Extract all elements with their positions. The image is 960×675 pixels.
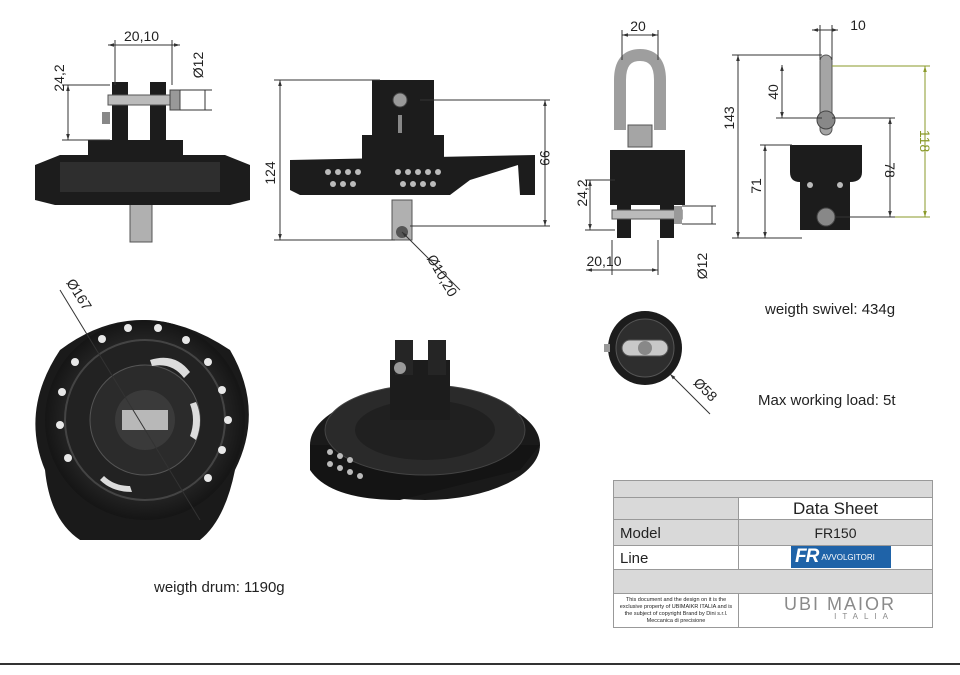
datasheet-title: Data Sheet <box>738 498 932 520</box>
ubi-maior-logo: UBI MAIOR ITALIA <box>760 594 920 624</box>
ubi-logo-line1: UBI MAIOR <box>783 594 896 614</box>
dim-swivel-71: 71 <box>748 178 764 194</box>
drum-top-view <box>35 289 249 540</box>
dim-width-20-10: 20,10 <box>124 28 159 44</box>
dim-shaft-dia-10-20: Ø10,20 <box>424 252 461 300</box>
side-view-drum <box>290 80 535 241</box>
front-view-drum <box>35 82 250 243</box>
line-label: Line <box>620 549 649 567</box>
swivel-top-view <box>604 311 682 385</box>
fr-brand-logo: FR AVVOLGITORI <box>791 546 891 568</box>
dim-swivel-side-10: 10 <box>850 17 866 33</box>
copyright-disclaimer: This document and the design on it is th… <box>619 597 733 624</box>
swivel-side-view <box>790 54 862 230</box>
dim-side-height-99: 99 <box>537 150 553 166</box>
drum-weight-note: weigth drum: 1190g <box>154 579 285 596</box>
swivel-front-view <box>610 48 685 238</box>
isometric-view <box>310 340 540 500</box>
dim-swivel-78: 78 <box>882 162 898 178</box>
dim-swivel-pin-12: Ø12 <box>694 253 710 280</box>
dim-swivel-24-2: 24,2 <box>574 179 590 206</box>
ubi-logo-line2: ITALIA <box>834 612 894 621</box>
fr-logo-text: FR <box>795 546 819 567</box>
dim-total-height-124: 124 <box>262 161 278 185</box>
dim-swivel-height-143: 143 <box>721 106 737 130</box>
dim-swivel-20-10: 20,10 <box>586 253 621 269</box>
dim-drum-dia-167: Ø167 <box>63 276 95 314</box>
dim-swivel-40: 40 <box>765 84 781 100</box>
swivel-weight-note: weigth swivel: 434g <box>765 301 896 318</box>
dim-pin-dia-12: Ø12 <box>190 52 206 79</box>
dim-height-24-2: 24,2 <box>51 64 67 91</box>
datasheet-header-band <box>614 481 932 497</box>
max-load-note: Max working load: 5t <box>758 392 896 409</box>
dim-swivel-118: 118 <box>917 130 933 153</box>
model-value: FR150 <box>738 520 932 546</box>
dim-swivel-dia-58: Ø58 <box>691 374 721 404</box>
datasheet-blank-band <box>614 569 932 594</box>
fr-logo-subtext: AVVOLGITORI <box>821 552 875 562</box>
dim-swivel-width-20: 20 <box>630 18 646 34</box>
model-label: Model <box>620 524 661 542</box>
